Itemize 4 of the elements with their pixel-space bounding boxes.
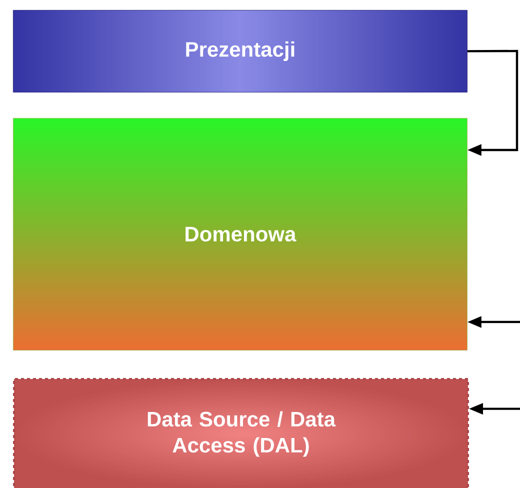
- layer-box: Data Source / Data Access (DAL): [13, 378, 469, 488]
- arrow: [467, 50, 518, 156]
- layer-box: Prezentacji: [13, 10, 468, 92]
- layer-box: Domenowa: [13, 118, 468, 350]
